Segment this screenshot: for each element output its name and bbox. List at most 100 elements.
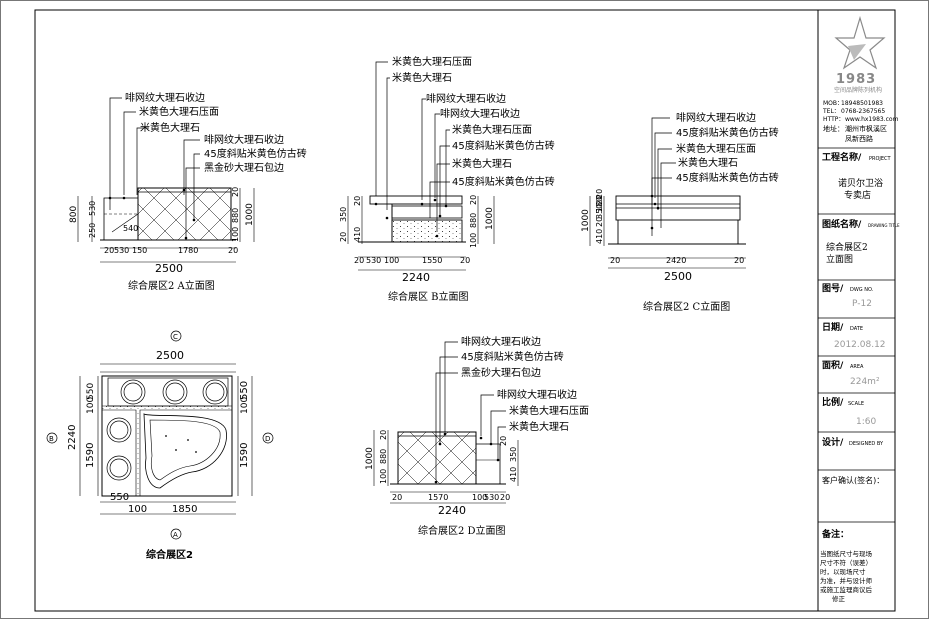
- label-a-1: 米黄色大理石压面: [139, 105, 219, 118]
- plan-marker-c: C: [173, 333, 178, 341]
- contact-mob: 18948501983: [841, 100, 883, 107]
- note-line-6: 修正: [832, 594, 846, 603]
- dim-b-h2: 100: [384, 256, 399, 265]
- caption-d: 综合展区2 D立面图: [418, 524, 506, 537]
- plan-bottom-2: 1850: [172, 504, 197, 515]
- dim-c-v3: 350: [595, 204, 604, 219]
- label-c-0: 啡网纹大理石收边: [676, 111, 756, 124]
- note-line-1: 当图纸尺寸与现场: [820, 549, 873, 558]
- project-en: PROJECT: [869, 156, 892, 162]
- label-a-4: 45度斜贴米黄色仿古砖: [204, 147, 307, 160]
- elevation-a: 啡网纹大理石收边 米黄色大理石压面 米黄色大理石 啡网纹大理石收边 45度斜贴米…: [69, 91, 307, 292]
- dim-b-v3: 20: [353, 196, 362, 206]
- dim-a-v0: 800: [69, 206, 79, 223]
- dim-d-total: 2240: [438, 504, 466, 517]
- dim-b-h0: 20: [354, 256, 364, 265]
- dim-c-v0: 1000: [581, 209, 591, 232]
- label-c-3: 米黄色大理石: [678, 156, 738, 169]
- dim-a-h2: 150: [132, 246, 147, 255]
- dim-d-h4: 20: [500, 493, 510, 502]
- plan-bottom-1: 100: [128, 504, 147, 515]
- date-label: 日期/: [822, 321, 844, 333]
- plan-bottom-0: 550: [110, 492, 129, 503]
- dim-d-h2: 100: [472, 493, 487, 502]
- note-line-2: 尺寸不符（误差）: [820, 558, 872, 567]
- dim-b-h1: 530: [366, 256, 381, 265]
- logo-number: 1983: [836, 72, 876, 87]
- label-b-0: 米黄色大理石压面: [392, 55, 472, 68]
- label-b-7: 45度斜贴米黄色仿古砖: [452, 175, 555, 188]
- label-b-3: 啡网纹大理石收边: [440, 107, 520, 120]
- dim-a-inner: 540: [123, 224, 138, 233]
- note-line-4: 为准，并与设计师: [820, 576, 873, 585]
- label-a-2: 米黄色大理石: [140, 121, 200, 134]
- dim-b-vr0: 20: [469, 195, 478, 205]
- dim-a-h1: 530: [114, 246, 129, 255]
- dim-c-h0: 20: [610, 256, 620, 265]
- no-label: 图号/: [822, 283, 844, 294]
- plan-right-1: 100: [240, 397, 250, 414]
- label-d-1: 45度斜贴米黄色仿古砖: [461, 350, 564, 363]
- plan-right-0: 550: [239, 381, 250, 400]
- note-label: 备注：: [821, 528, 849, 540]
- area-value: 224m²: [850, 377, 880, 387]
- area-en: AREA: [850, 364, 864, 370]
- drawing-en: DRAWING TITLE: [868, 223, 900, 228]
- plan-marker-a: A: [173, 531, 178, 539]
- contact-addr-key: 地址：: [823, 124, 844, 133]
- dim-c-v6: 20: [595, 189, 604, 199]
- dim-b-total: 2240: [402, 271, 430, 284]
- dim-c-v4: 20: [595, 195, 604, 205]
- label-b-5: 45度斜贴米黄色仿古砖: [452, 139, 555, 152]
- dim-c-h2: 20: [734, 256, 744, 265]
- project-value-2: 专卖店: [844, 189, 871, 201]
- plan-left-3: 1590: [85, 443, 96, 468]
- contact-tel-key: TEL：: [822, 108, 840, 115]
- dim-a-h0: 20: [104, 246, 114, 255]
- dim-b-v2: 20: [339, 232, 348, 242]
- label-d-5: 米黄色大理石: [509, 420, 569, 433]
- inner-frame: [34, 9, 896, 612]
- contact-addr-2: 凤新西路: [845, 134, 873, 143]
- dim-c-h1: 2420: [666, 256, 686, 265]
- dim-d-h0: 20: [392, 493, 402, 502]
- dim-a-total: 2500: [155, 262, 183, 275]
- dim-a-v2: 250: [88, 223, 97, 238]
- dim-a-h3: 1780: [178, 246, 198, 255]
- elevation-d: 啡网纹大理石收边 45度斜贴米黄色仿古砖 黑金砂大理石包边 啡网纹大理石收边 米…: [365, 335, 589, 537]
- label-a-0: 啡网纹大理石收边: [125, 91, 205, 104]
- dim-c-v5: 180: [595, 197, 604, 212]
- label-c-4: 45度斜贴米黄色仿古砖: [676, 171, 779, 184]
- dim-d-v2: 100: [379, 469, 388, 484]
- elevation-c: 啡网纹大理石收边 45度斜贴米黄色仿古砖 米黄色大理石压面 米黄色大理石 45度…: [581, 111, 779, 313]
- label-d-0: 啡网纹大理石收边: [461, 335, 541, 348]
- label-a-5: 黑金砂大理石包边: [204, 161, 284, 174]
- contact-http-key: HTTP：: [823, 116, 844, 123]
- dim-d-h1: 1570: [428, 493, 448, 502]
- contact-mob-key: MOB：: [823, 100, 843, 107]
- drawing-label: 图纸名称/: [822, 218, 862, 230]
- dim-d-v3: 20: [379, 430, 388, 440]
- area-label: 面积/: [822, 359, 844, 371]
- floor-plan: 2500 C B D A 550: [46, 330, 274, 561]
- dim-b-h3: 1550: [422, 256, 442, 265]
- plan-title: 综合展区2: [146, 548, 193, 561]
- label-b-1: 米黄色大理石: [392, 71, 452, 84]
- dim-d-vr1: 410: [509, 467, 518, 482]
- project-value-1: 诺贝尔卫浴: [838, 177, 883, 189]
- dim-a-vr0: 20: [231, 187, 240, 197]
- label-d-3: 啡网纹大理石收边: [497, 388, 577, 401]
- logo-subtitle: 空间品牌陈列机构: [834, 86, 882, 94]
- dim-d-vr0: 350: [509, 447, 518, 462]
- no-value: P-12: [852, 299, 872, 309]
- dim-b-v0: 350: [339, 207, 348, 222]
- dim-b-v1: 410: [353, 227, 362, 242]
- contact-addr: 潮州市枫溪区: [845, 124, 887, 133]
- date-value: 2012.08.12: [834, 340, 886, 350]
- dim-c-v2: 20: [595, 217, 604, 227]
- project-label: 工程名称/: [822, 151, 862, 163]
- dim-c-total: 2500: [664, 270, 692, 283]
- title-block: 1983 空间品牌陈列机构 MOB： 18948501983 TEL： 0768…: [818, 15, 900, 603]
- drawing-value-2: 立面图: [826, 253, 853, 265]
